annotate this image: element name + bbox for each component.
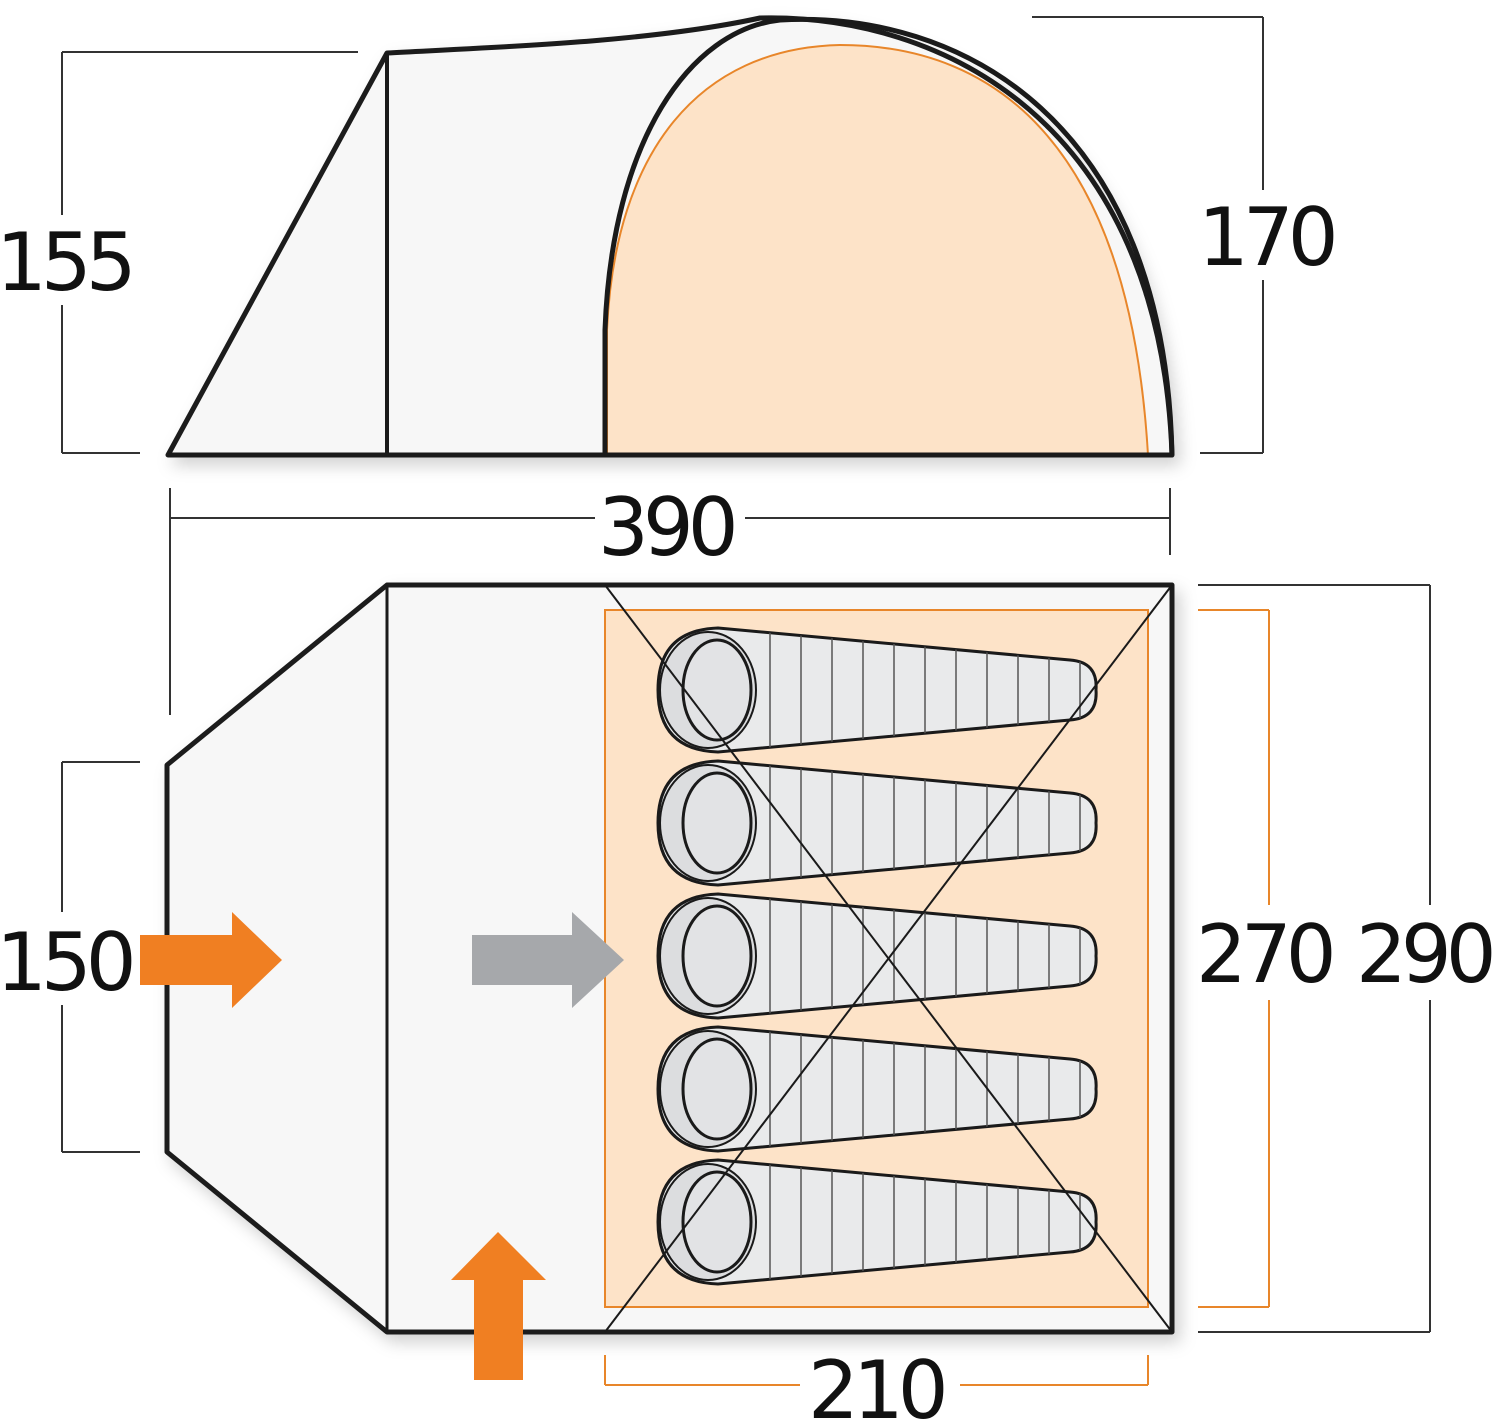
floor-dimensions [61, 584, 1431, 1386]
sleeping-bag-opening [681, 1170, 753, 1274]
dim-inner-length: 210 [808, 1344, 944, 1427]
sleeping-bag [656, 1025, 1098, 1153]
sleeping-bag-opening [681, 638, 753, 742]
dim-entrance-width: 150 [0, 916, 132, 1009]
dim-inner-width: 270 [1196, 908, 1332, 1001]
sleeping-bag-opening [681, 904, 753, 1008]
arrow-right-icon [472, 912, 624, 1008]
cross-pole-2 [604, 584, 1173, 1333]
arrow-right-icon [140, 912, 282, 1008]
dim-length: 390 [598, 481, 734, 574]
sleeping-bag [656, 759, 1098, 887]
floor-plan [164, 582, 1175, 1335]
side-inner-dome-edge [602, 16, 1175, 456]
sleeping-bag [656, 626, 1098, 754]
side-dimensions [61, 16, 1264, 715]
sleeping-bag [656, 1158, 1098, 1286]
side-view [165, 15, 1175, 458]
dim-outer-width: 290 [1356, 908, 1492, 1001]
side-inner-tent [606, 43, 1150, 456]
dim-side-height-left: 155 [0, 216, 131, 309]
sleeping-bags [656, 626, 1098, 1286]
dim-side-height-right: 170 [1198, 191, 1334, 284]
arrow-up-icon [451, 1232, 546, 1380]
sleeping-bag-opening [681, 1037, 753, 1141]
sleeping-bag-opening [681, 771, 753, 875]
